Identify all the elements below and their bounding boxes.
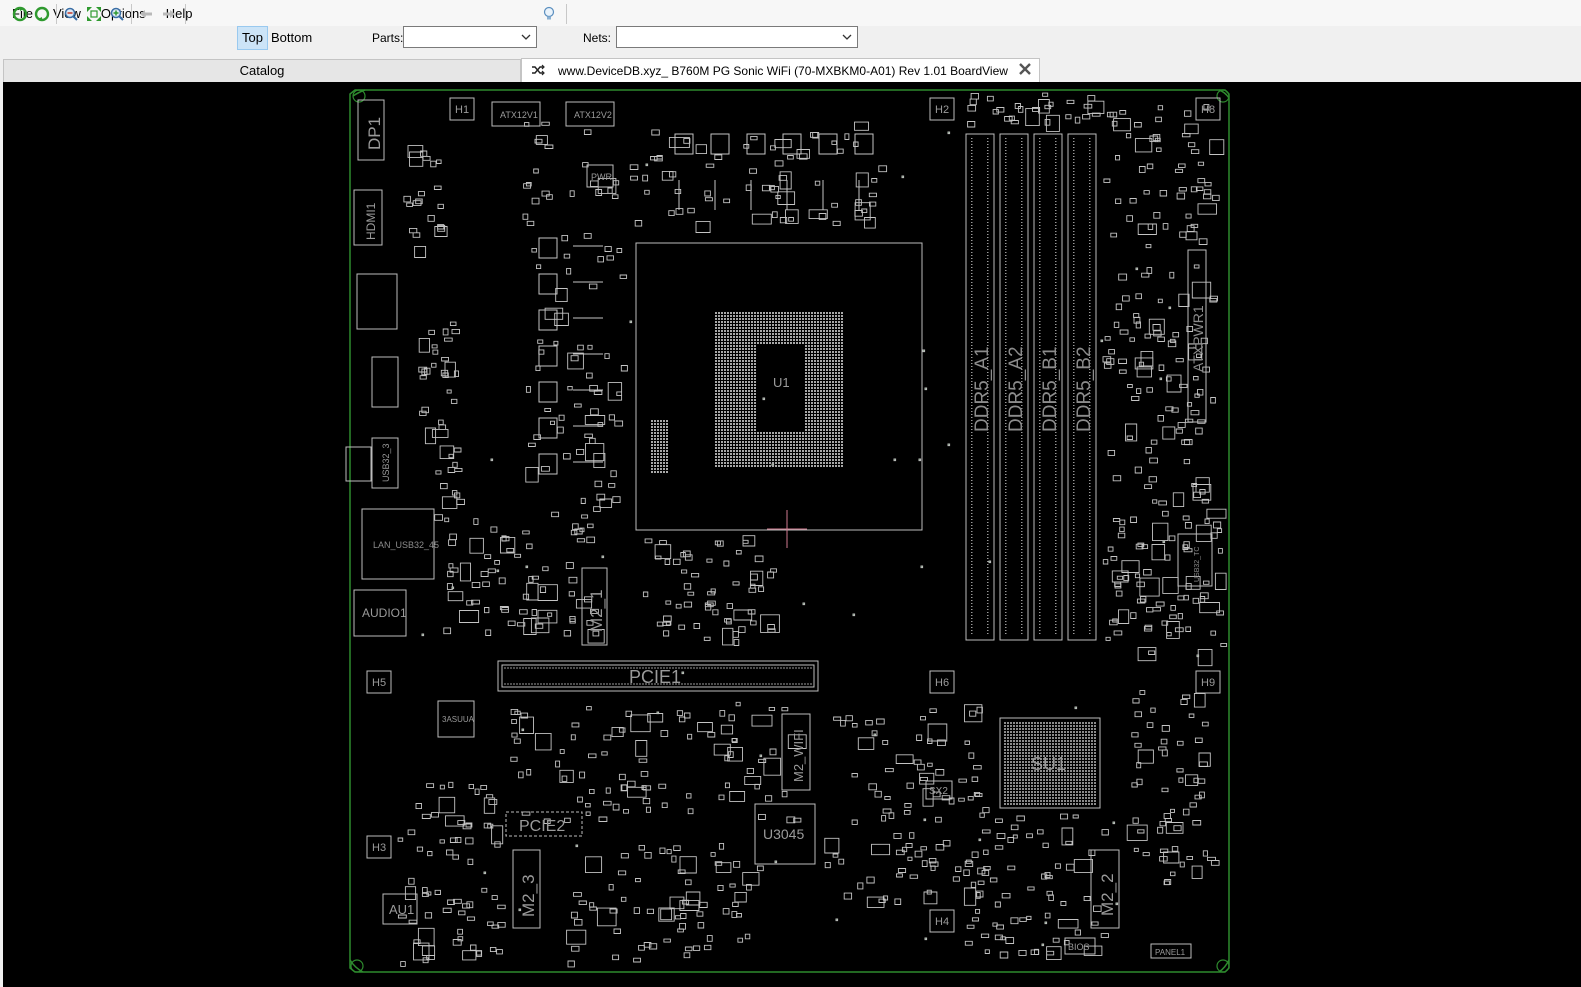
hole-h6-label: H6 <box>935 677 949 689</box>
ddr5-b2-label: DDR5_B2 <box>1074 346 1095 432</box>
tab-boardview[interactable]: www.DeviceDB.xyz_ B760M PG Sonic WiFi (7… <box>521 58 1040 82</box>
tab-catalog[interactable]: Catalog <box>3 59 521 82</box>
ddr5-a2-label: DDR5_A2 <box>1006 346 1027 432</box>
m2-3-label: M2_3 <box>519 874 538 917</box>
cpu-label: U1 <box>773 375 790 390</box>
chevron-down-icon <box>521 34 531 40</box>
hole-h8-label: H8 <box>1201 104 1215 116</box>
bottom-side-toggle[interactable]: Bottom <box>271 30 313 45</box>
m2-1-label: M2_1 <box>587 589 606 632</box>
parts-combobox[interactable] <box>403 26 537 48</box>
atx12v2-label: ATX12V2 <box>574 110 612 120</box>
boardview-canvas[interactable]: U1 DDR5_A1 DDR5_A2 DDR5_B1 DDR5_B2 ATXPW… <box>3 82 1581 987</box>
menu-options[interactable]: Options <box>100 5 146 21</box>
pcie1-label: PCIE1 <box>629 667 681 687</box>
hole-h5-label: H5 <box>372 677 386 689</box>
3asuua-label: 3ASUUA <box>442 715 475 724</box>
shuffle-icon <box>532 64 545 76</box>
usb32-3-label: USB32_3 <box>381 443 391 482</box>
ddr5-b1-label: DDR5_B1 <box>1040 346 1061 432</box>
bios-label: BIOS <box>1068 942 1090 952</box>
u3045-label: U3045 <box>763 826 804 842</box>
atxpwr-label: ATXPWR1 <box>1190 305 1206 372</box>
zoom-in-icon[interactable] <box>108 4 126 24</box>
audio1-label: AUDIO1 <box>362 606 407 620</box>
close-icon[interactable] <box>1018 62 1032 76</box>
panel1-label: PANEL1 <box>1155 948 1186 957</box>
hole-h1-label: H1 <box>455 104 469 116</box>
top-side-toggle[interactable]: Top <box>237 26 268 50</box>
au1-label: AU1 <box>389 902 414 917</box>
su1-label: SU1 <box>1031 754 1066 774</box>
tab-boardview-title: www.DeviceDB.xyz_ B760M PG Sonic WiFi (7… <box>558 64 1008 78</box>
pwr-label: PWR <box>591 172 612 182</box>
cpu-pad-array <box>651 312 843 473</box>
parts-label: Parts: <box>372 31 404 45</box>
nets-combobox[interactable] <box>616 26 858 48</box>
ddr5-a1-label: DDR5_A1 <box>972 346 993 432</box>
atx12v1-label: ATX12V1 <box>500 110 538 120</box>
hole-h9-label: H9 <box>1201 677 1215 689</box>
hole-h2-label: H2 <box>935 104 949 116</box>
nets-label: Nets: <box>583 31 612 45</box>
hdmi1-label: HDMI1 <box>364 202 378 240</box>
m2-wifi-label: M2_WIFI <box>791 729 806 782</box>
lightbulb-icon[interactable] <box>540 4 558 24</box>
refresh-green-icon[interactable] <box>33 4 51 24</box>
m2-2-label: M2_2 <box>1098 873 1117 916</box>
pcie2-label: PCIE2 <box>519 818 565 835</box>
board-drawing[interactable]: U1 DDR5_A1 DDR5_A2 DDR5_B1 DDR5_B2 ATXPW… <box>3 82 1581 987</box>
menu-bar: File View Options Help <box>0 0 1581 26</box>
cpu-socket-outline <box>635 242 923 531</box>
arrow-left-icon[interactable] <box>137 4 155 24</box>
chevron-down-icon <box>842 34 852 40</box>
sx2-label: SX2 <box>929 786 948 797</box>
refresh-green-icon[interactable] <box>11 4 29 24</box>
arrow-right-icon[interactable] <box>160 4 178 24</box>
zoom-out-icon[interactable] <box>62 4 80 24</box>
usb32-tc-label: USB32_TC <box>1194 547 1201 582</box>
lan-label: LAN_USB32_45 <box>373 540 439 550</box>
hole-h3-label: H3 <box>372 842 386 854</box>
dp1-label: DP1 <box>365 117 384 150</box>
hole-h4-label: H4 <box>935 916 949 928</box>
zoom-fit-icon[interactable] <box>85 4 103 24</box>
